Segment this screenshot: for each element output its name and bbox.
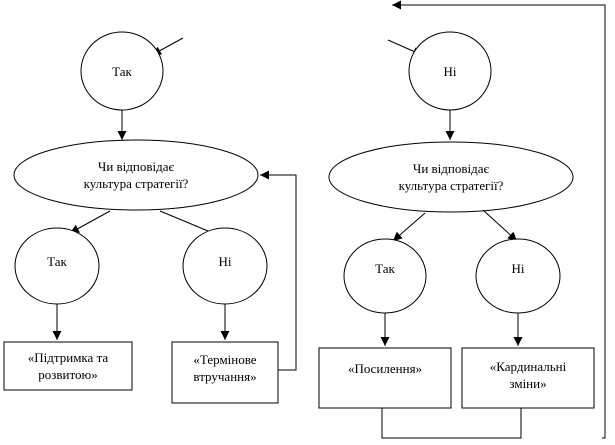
question-ellipse-left	[13, 139, 259, 211]
arrow-question-to-yes-right	[392, 212, 426, 242]
result-box-radical	[461, 347, 595, 409]
result-label-urgent: «Термінове втручання»	[193, 352, 257, 384]
question-label-left: Чи відповідає культура стратегії?	[83, 159, 189, 191]
yes-label-right: Так	[375, 260, 395, 276]
no-label-right: Ні	[511, 260, 525, 276]
result-label-support: «Підтримка та розвитою»	[27, 350, 109, 382]
feedback-loop-arrow	[260, 170, 297, 371]
result-box-support	[3, 341, 133, 391]
question-label-right: Чи відповідає культура стратегії?	[398, 161, 504, 193]
yes-label-left: Так	[47, 253, 67, 269]
arrow-question-to-no-right	[482, 209, 518, 242]
start-label-left: Так	[112, 63, 132, 79]
result-box-reinforce	[318, 347, 452, 409]
question-ellipse-right	[328, 141, 574, 213]
result-box-urgent	[171, 341, 279, 404]
arrow-question-to-yes-left	[69, 210, 111, 234]
return-loop-right-edge	[392, 0, 606, 439]
no-label-left: Ні	[218, 253, 232, 269]
result-label-reinforce: «Посилення»	[347, 360, 423, 376]
return-loop-line	[381, 408, 522, 439]
start-label-right: Ні	[443, 63, 457, 79]
result-label-radical: «Кардинальні зміни»	[489, 359, 567, 391]
